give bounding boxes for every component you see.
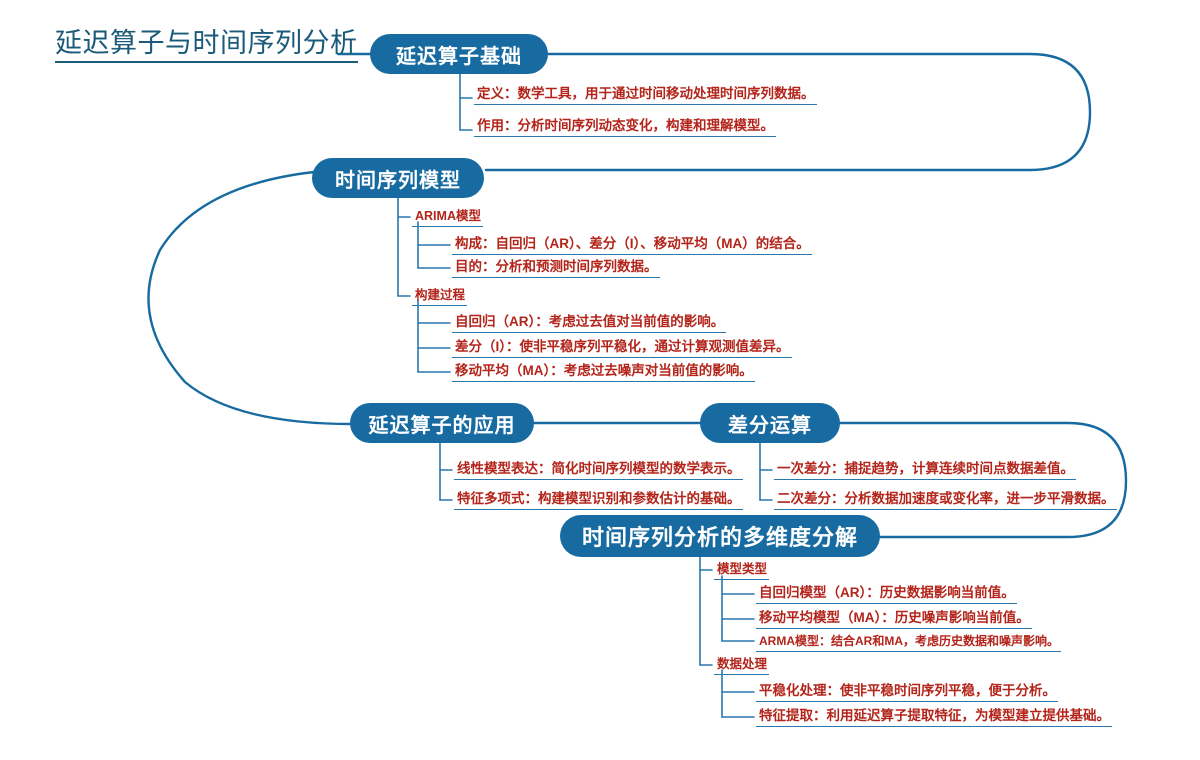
connector-branch4-to-branch5 bbox=[836, 421, 1128, 539]
leaf-b5-feature-extraction[interactable]: 特征提取：利用延迟算子提取特征，为模型建立提供基础。 bbox=[756, 708, 1112, 727]
branch-node-duoweidufenjie[interactable]: 时间序列分析的多维度分解 bbox=[560, 515, 880, 557]
leaf-b2-arima-composition[interactable]: 构成：自回归（AR）、差分（I）、移动平均（MA）的结合。 bbox=[452, 236, 812, 255]
leaf-b4-first-difference[interactable]: 一次差分：捕捉趋势，计算连续时间点数据差值。 bbox=[774, 461, 1076, 480]
leaf-b2-build-i[interactable]: 差分（I）：使非平稳序列平稳化，通过计算观测值差异。 bbox=[452, 339, 792, 358]
leaf-b5-stationarization[interactable]: 平稳化处理：使非平稳时间序列平稳，便于分析。 bbox=[756, 683, 1058, 702]
subnode-b5-dataprocessing[interactable]: 数据处理 bbox=[714, 656, 770, 675]
leaf-b3-linear-expression[interactable]: 线性模型表达：简化时间序列模型的数学表示。 bbox=[454, 461, 743, 480]
leaf-b5-ar-model[interactable]: 自回归模型（AR）：历史数据影响当前值。 bbox=[756, 585, 1017, 604]
subnode-b2-buildprocess[interactable]: 构建过程 bbox=[412, 287, 468, 306]
leaf-b5-arma-model[interactable]: ARMA模型：结合AR和MA，考虑历史数据和噪声影响。 bbox=[756, 633, 1061, 652]
leaf-b1-purpose[interactable]: 作用：分析时间序列动态变化，构建和理解模型。 bbox=[474, 118, 776, 137]
branch-node-yanchisuanzideyingyong[interactable]: 延迟算子的应用 bbox=[350, 403, 534, 443]
branch-node-yanchisuanzijichu[interactable]: 延迟算子基础 bbox=[370, 34, 548, 74]
leaf-b1-definition[interactable]: 定义：数学工具，用于通过时间移动处理时间序列数据。 bbox=[474, 86, 817, 105]
branch-node-shijianxuliemoxing[interactable]: 时间序列模型 bbox=[312, 158, 484, 198]
root-title: 延迟算子与时间序列分析 bbox=[55, 28, 358, 63]
leaf-b4-second-difference[interactable]: 二次差分：分析数据加速度或变化率，进一步平滑数据。 bbox=[774, 491, 1117, 510]
branch-node-chafenyunsuan[interactable]: 差分运算 bbox=[700, 403, 840, 443]
subnode-b2-arima[interactable]: ARIMA模型 bbox=[412, 208, 483, 227]
leaf-b2-build-ar[interactable]: 自回归（AR）：考虑过去值对当前值的影响。 bbox=[452, 314, 727, 333]
leaf-b2-arima-purpose[interactable]: 目的：分析和预测时间序列数据。 bbox=[452, 259, 660, 278]
leaf-b5-ma-model[interactable]: 移动平均模型（MA）：历史噪声影响当前值。 bbox=[756, 610, 1032, 629]
connector-branch1-to-branch2 bbox=[484, 52, 1092, 172]
subnode-b5-modeltypes[interactable]: 模型类型 bbox=[714, 561, 770, 580]
leaf-b3-characteristic-polynomial[interactable]: 特征多项式：构建模型识别和参数估计的基础。 bbox=[454, 491, 743, 510]
leaf-b2-build-ma[interactable]: 移动平均（MA）：考虑过去噪声对当前值的影响。 bbox=[452, 363, 755, 382]
connector-branch2-to-branch3 bbox=[147, 170, 354, 426]
